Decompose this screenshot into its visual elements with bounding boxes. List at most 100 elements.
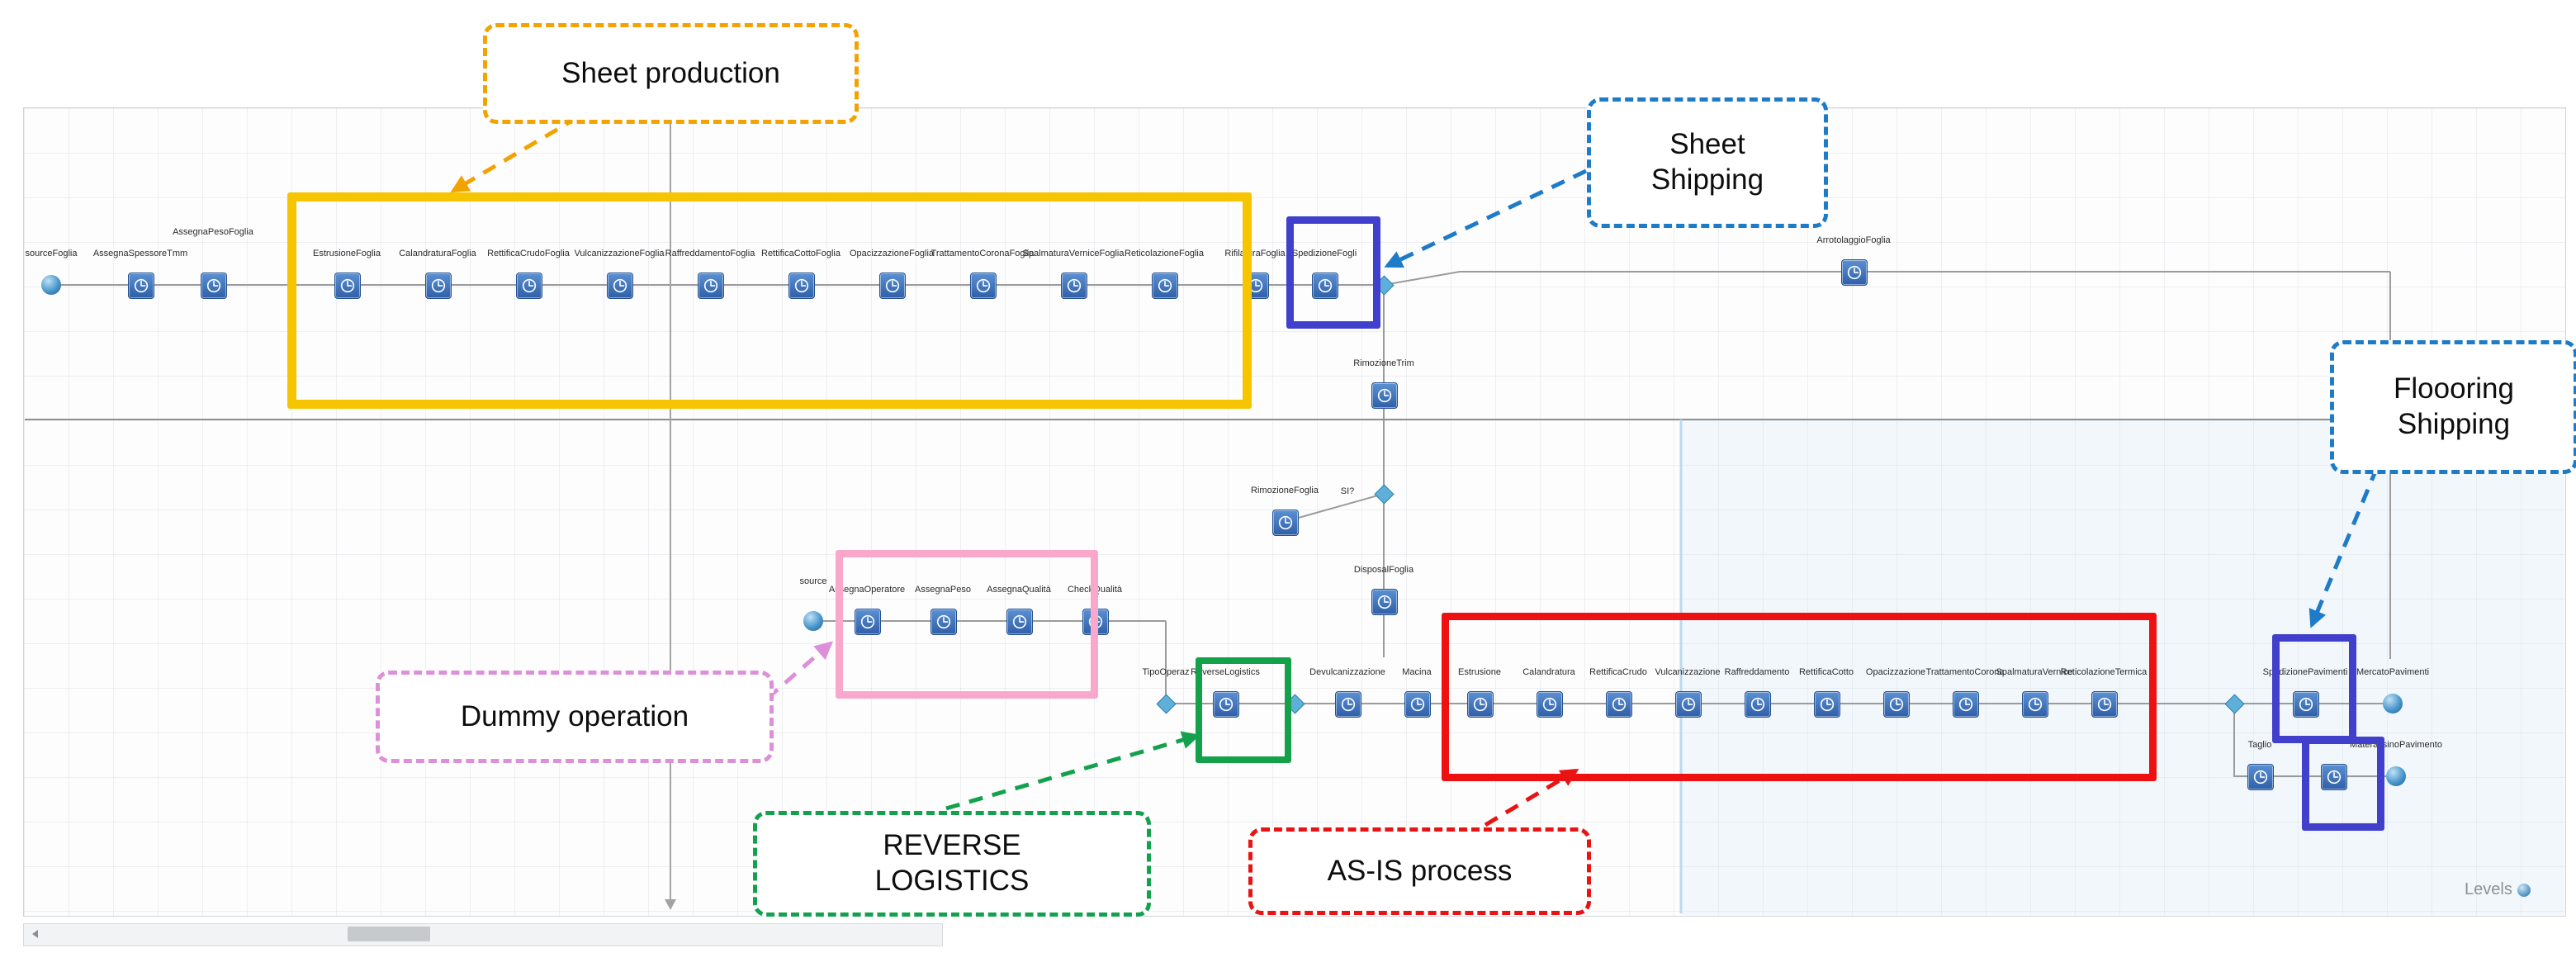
module-rettifica-cotto-foglia[interactable]: RettificaCottoFoglia [761, 249, 841, 301]
decision-diamond-icon[interactable] [1374, 275, 1395, 296]
module-reticolazione-termica[interactable]: ReticolazioneTermica [2061, 667, 2147, 720]
process-module-icon[interactable] [2321, 764, 2347, 790]
module-rimozione-foglia[interactable]: RimozioneFoglia [1251, 486, 1319, 538]
connector-tipo-operaz[interactable]: TipoOperaz [1142, 667, 1190, 720]
process-module-icon[interactable] [425, 273, 452, 299]
module-rettifica-crudo[interactable]: RettificaCrudo [1589, 667, 1647, 720]
process-module-icon[interactable] [1243, 273, 1269, 299]
node-label: ReticolazioneTermica [2060, 667, 2147, 677]
connector-decision-reverse[interactable] [1278, 687, 1311, 720]
process-module-icon[interactable] [201, 273, 227, 299]
module-spedizione-fogli[interactable]: SpedizioneFogli [1292, 249, 1357, 301]
process-module-icon[interactable] [2293, 691, 2319, 718]
module-disposal-foglia[interactable]: DisposalFoglia [1354, 565, 1413, 618]
process-module-icon[interactable] [1335, 691, 1361, 718]
process-module-icon[interactable] [1745, 691, 1771, 718]
process-module-icon[interactable] [1814, 691, 1840, 718]
module-raffreddamento-foglia[interactable]: RaffreddamentoFoglia [665, 249, 755, 301]
process-module-icon[interactable] [2091, 691, 2118, 718]
node-label: CheckQualità [1067, 585, 1123, 595]
module-spedizione-pavimenti[interactable]: SpedizionePavimenti [2263, 667, 2347, 720]
process-module-icon[interactable] [1404, 691, 1431, 718]
process-module-icon[interactable] [1537, 691, 1563, 718]
process-module-icon[interactable] [128, 273, 154, 299]
process-module-icon[interactable] [1006, 609, 1033, 635]
module-spedizione-materassino[interactable] [2317, 760, 2350, 793]
decision-diamond-icon[interactable] [2224, 694, 2245, 714]
module-trattamento-corona-foglia[interactable]: TrattamentoCoronaFoglia [931, 249, 1034, 301]
process-module-icon[interactable] [1213, 691, 1239, 718]
module-check-qualita[interactable]: CheckQualità [1068, 585, 1122, 638]
connector-junction-pavimenti[interactable] [2218, 687, 2251, 720]
scrollbar-thumb[interactable] [348, 927, 430, 941]
process-module-icon[interactable] [855, 609, 881, 635]
entity-source-pavimenti[interactable]: source [797, 576, 830, 638]
process-module-icon[interactable] [788, 273, 815, 299]
process-module-icon[interactable] [1152, 273, 1178, 299]
module-opacizzazione-foglia[interactable]: OpacizzazioneFoglia [850, 249, 934, 301]
process-module-icon[interactable] [1606, 691, 1632, 718]
entity-sphere-icon[interactable] [41, 275, 61, 295]
module-assegna-operatore[interactable]: AssegnaOperatore [829, 585, 905, 638]
module-reverse-logistics[interactable]: ReverseLogistics [1191, 667, 1260, 720]
module-assegna-spessore-tmm[interactable]: AssegnaSpessoreTmm [93, 249, 187, 301]
decision-diamond-icon[interactable] [1374, 484, 1395, 505]
process-module-icon[interactable] [2022, 691, 2048, 718]
module-assegna-peso[interactable]: AssegnaPeso [915, 585, 971, 638]
module-vulcanizzazione[interactable]: Vulcanizzazione [1655, 667, 1721, 720]
module-spalmatura-vernice[interactable]: SpalmaturaVernice [1996, 667, 2072, 720]
entity-mercato-pavimenti[interactable]: MercatoPavimenti [2356, 667, 2429, 720]
process-module-icon[interactable] [1371, 382, 1398, 409]
node-label: Devulcanizzazione [1309, 667, 1385, 677]
module-opacizzazione[interactable]: Opacizzazione [1866, 667, 1925, 720]
process-module-icon[interactable] [970, 273, 997, 299]
connector-junction-top[interactable] [1367, 268, 1400, 301]
entity-sphere-icon[interactable] [2383, 694, 2403, 713]
horizontal-scrollbar[interactable] [23, 923, 943, 946]
module-calandratura[interactable]: Calandratura [1522, 667, 1575, 720]
scroll-left-button[interactable] [24, 924, 45, 944]
module-assegna-peso-foglia[interactable]: AssegnaPesoFoglia [173, 227, 253, 301]
module-rettifica-crudo-foglia[interactable]: RettificaCrudoFoglia [487, 249, 570, 301]
module-arrotolaggio-foglia[interactable]: ArrotolaggioFoglia [1816, 235, 1891, 288]
process-module-icon[interactable] [698, 273, 724, 299]
process-module-icon[interactable] [2247, 764, 2274, 790]
decision-diamond-icon[interactable] [1285, 694, 1305, 714]
process-module-icon[interactable] [1883, 691, 1910, 718]
process-module-icon[interactable] [334, 273, 361, 299]
connector-decision-rimozione[interactable] [1367, 477, 1400, 510]
module-estrusione-foglia[interactable]: EstrusioneFoglia [313, 249, 381, 301]
process-module-icon[interactable] [607, 273, 633, 299]
module-macina[interactable]: Macina [1400, 667, 1433, 720]
process-module-icon[interactable] [1675, 691, 1702, 718]
entity-sphere-icon[interactable] [2386, 766, 2406, 786]
module-rifilatura-foglia[interactable]: RifilaturaFoglia [1224, 249, 1286, 301]
process-module-icon[interactable] [1371, 589, 1398, 615]
process-module-icon[interactable] [1467, 691, 1494, 718]
module-estrusione[interactable]: Estrusione [1458, 667, 1501, 720]
module-rettifica-cotto[interactable]: RettificaCotto [1799, 667, 1854, 720]
entity-materassino-pavimento[interactable]: MaterassinoPavimento [2350, 740, 2442, 793]
module-taglio[interactable]: Taglio [2243, 740, 2276, 793]
process-module-icon[interactable] [1953, 691, 1979, 718]
entity-source-foglia[interactable]: sourceFoglia [26, 249, 77, 301]
process-module-icon[interactable] [1841, 259, 1868, 286]
process-module-icon[interactable] [1082, 609, 1109, 635]
process-module-icon[interactable] [1272, 510, 1299, 536]
module-spalmatura-vernice-foglia[interactable]: SpalmaturaVerniceFoglia [1023, 249, 1124, 301]
module-trattamento-corona[interactable]: TrattamentoCorona [1926, 667, 2004, 720]
module-raffreddamento[interactable]: Raffreddamento [1725, 667, 1789, 720]
module-calandratura-foglia[interactable]: CalandraturaFoglia [399, 249, 476, 301]
module-vulcanizzazione-foglia[interactable]: VulcanizzazioneFoglia [574, 249, 665, 301]
decision-diamond-icon[interactable] [1156, 694, 1177, 714]
process-module-icon[interactable] [930, 609, 957, 635]
process-module-icon[interactable] [1061, 273, 1087, 299]
module-rimozione-trim[interactable]: RimozioneTrim [1353, 358, 1414, 411]
process-module-icon[interactable] [1312, 273, 1338, 299]
module-reticolazione-foglia[interactable]: ReticolazioneFoglia [1125, 249, 1204, 301]
process-module-icon[interactable] [516, 273, 542, 299]
process-module-icon[interactable] [879, 273, 906, 299]
entity-sphere-icon[interactable] [803, 611, 823, 631]
module-devulcanizzazione[interactable]: Devulcanizzazione [1309, 667, 1385, 720]
module-assegna-qualita[interactable]: AssegnaQualità [987, 585, 1051, 638]
